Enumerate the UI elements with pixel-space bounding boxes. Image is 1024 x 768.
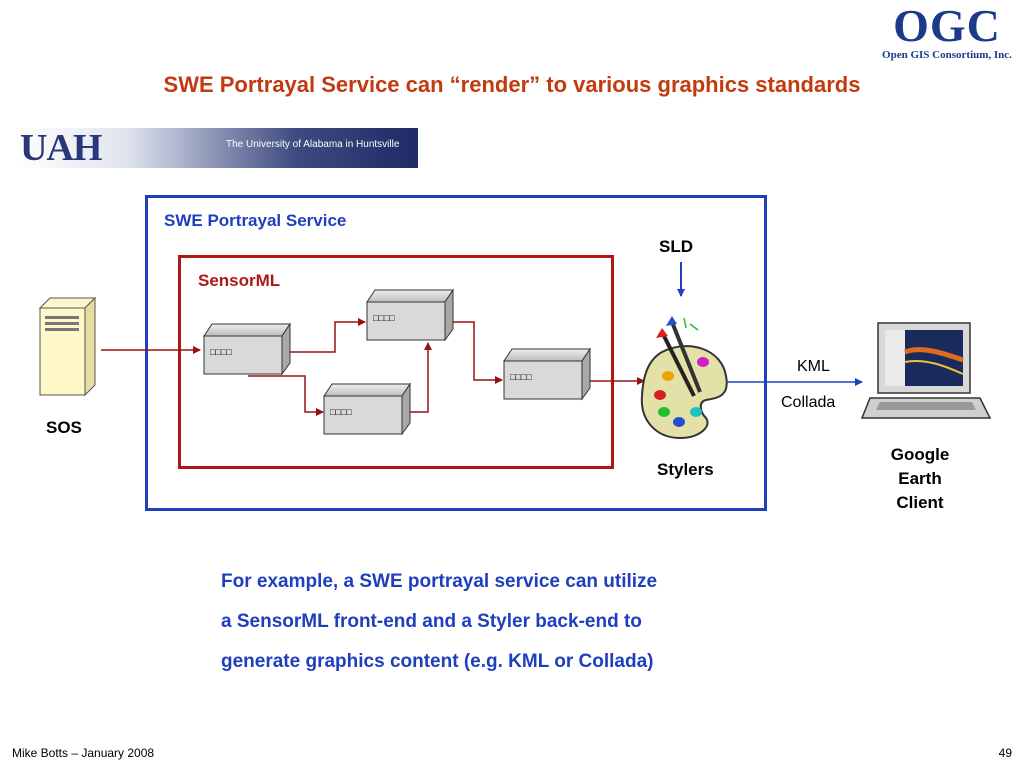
- slide-title: SWE Portrayal Service can “render” to va…: [163, 72, 861, 97]
- process-chip-3-label: □□□□: [330, 407, 352, 417]
- caption-line-2: a SensorML front-end and a Styler back-e…: [221, 611, 642, 632]
- client-label-line-3: Client: [896, 493, 944, 512]
- caption-line-1: For example, a SWE portrayal service can…: [221, 571, 658, 592]
- uah-logo-subtitle: The University of Alabama in Huntsville: [226, 139, 400, 150]
- client-label: Google Earth Client: [870, 443, 970, 515]
- process-chip-4: [503, 347, 591, 401]
- process-connectors: [248, 318, 645, 416]
- process-chip-2: [366, 288, 454, 342]
- ogc-logo-text: OGC: [893, 0, 1001, 51]
- palette-icon: [640, 316, 728, 440]
- sld-label: SLD: [659, 237, 693, 256]
- ogc-logo: OGC Open GIS Consortium, Inc.: [872, 0, 1022, 66]
- sensorml-box: [178, 255, 614, 469]
- laptop-icon: [860, 322, 992, 419]
- sos-label: SOS: [46, 418, 82, 437]
- stylers-label: Stylers: [657, 460, 714, 479]
- process-chip-3: [323, 382, 411, 436]
- process-chip-1: [203, 322, 291, 376]
- server-icon: [38, 296, 97, 397]
- footer-author: Mike Botts – January 2008: [12, 746, 155, 760]
- client-label-line-2: Earth: [898, 469, 942, 488]
- process-chip-4-label: □□□□: [510, 372, 532, 382]
- format-collada-label: Collada: [781, 394, 836, 411]
- process-chip-2-label: □□□□: [373, 313, 395, 323]
- swe-portrayal-service-box: [145, 195, 767, 511]
- format-kml-label: KML: [797, 358, 830, 375]
- ogc-logo-subtitle: Open GIS Consortium, Inc.: [882, 49, 1012, 61]
- caption-line-3: generate graphics content (e.g. KML or C…: [221, 651, 654, 672]
- page-number: 49: [998, 746, 1012, 760]
- client-label-line-1: Google: [890, 445, 950, 464]
- caption: For example, a SWE portrayal service can…: [221, 562, 781, 682]
- process-chip-1-label: □□□□: [210, 347, 232, 357]
- uah-logo-banner: [16, 128, 418, 168]
- sensorml-label: SensorML: [198, 271, 281, 290]
- uah-logo-text: UAH: [20, 127, 102, 169]
- swe-portrayal-service-label: SWE Portrayal Service: [164, 211, 347, 230]
